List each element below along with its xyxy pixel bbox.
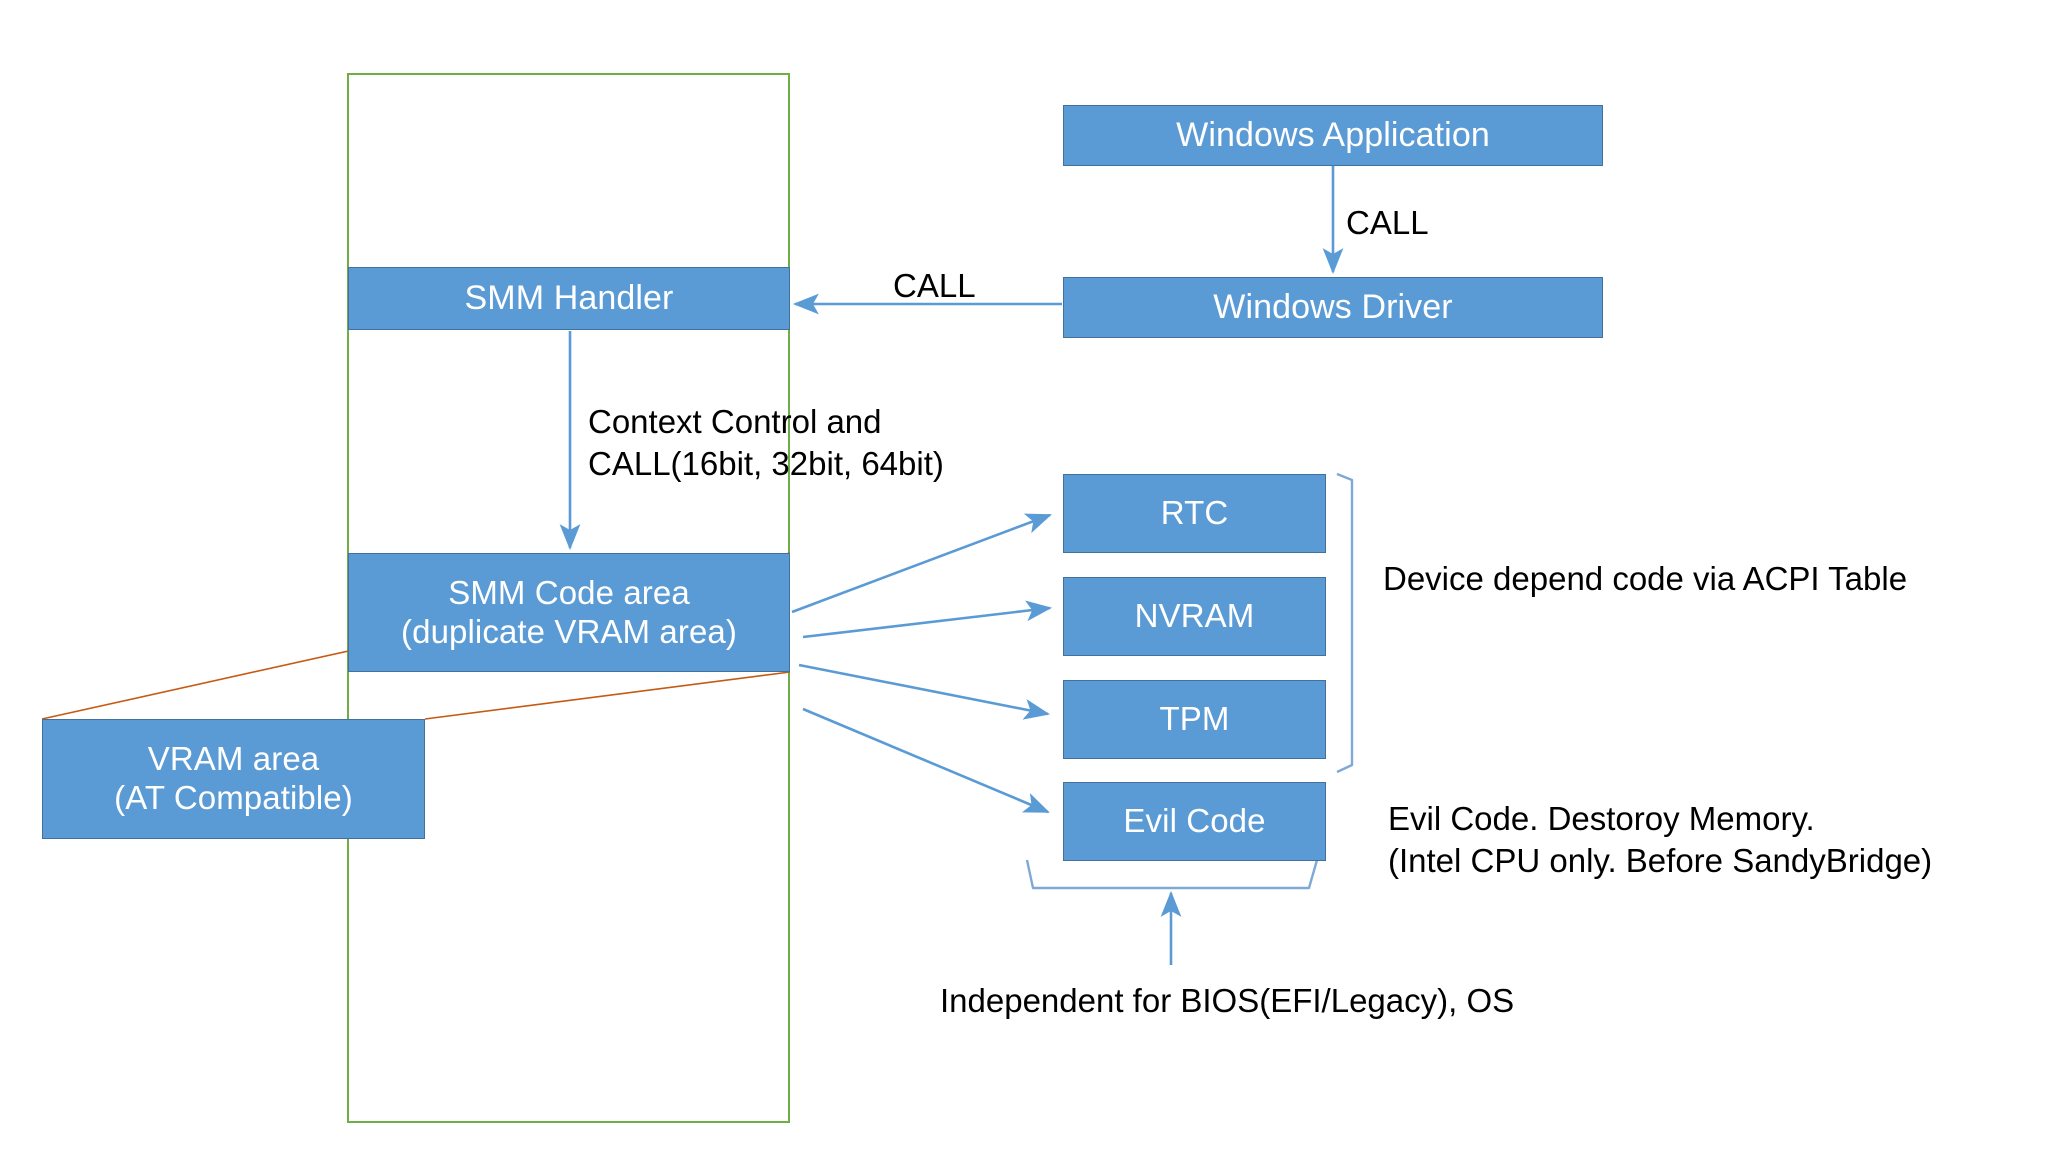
box-vram-area-line1: VRAM area [147,740,320,778]
label-device-depend-code: Device depend code via ACPI Table [1383,560,1908,597]
box-smm-code-area[interactable]: SMM Code area (duplicate VRAM area) [348,553,790,672]
box-tpm-label: TPM [1159,700,1230,738]
box-nvram[interactable]: NVRAM [1063,577,1326,656]
box-windows-driver[interactable]: Windows Driver [1063,277,1603,338]
smmcode-to-tpm-arrow [798,663,1051,720]
label-independent: Independent for BIOS(EFI/Legacy), OS [940,982,1515,1019]
box-evil-code-label: Evil Code [1123,802,1266,840]
smmcode-to-nvram-arrow [802,600,1053,639]
box-vram-area-line2: (AT Compatible) [114,779,353,816]
independent-group-bracket [1025,859,1319,890]
label-context-control-line1: Context Control and [588,403,882,440]
smmcode-to-evilcode-arrow [802,707,1050,814]
label-context-control-line2: CALL(16bit, 32bit, 64bit) [588,445,944,483]
smmcode-to-rtc-arrow [791,513,1052,614]
box-rtc-label: RTC [1160,494,1229,532]
box-windows-driver-label: Windows Driver [1213,288,1453,327]
box-evil-code[interactable]: Evil Code [1063,782,1326,861]
label-evil-code-note-line1: Evil Code. Destoroy Memory. [1388,800,1815,837]
box-smm-handler-label: SMM Handler [464,279,674,318]
box-tpm[interactable]: TPM [1063,680,1326,759]
box-windows-application-label: Windows Application [1176,116,1490,155]
label-context-control: Context Control and CALL(16bit, 32bit, 6… [588,401,944,485]
label-evil-code-note: Evil Code. Destoroy Memory. (Intel CPU o… [1388,798,1932,882]
box-nvram-label: NVRAM [1134,597,1255,635]
box-windows-application[interactable]: Windows Application [1063,105,1603,166]
box-rtc[interactable]: RTC [1063,474,1326,553]
label-call-vertical: CALL [1346,204,1429,241]
box-smm-code-area-line2: (duplicate VRAM area) [401,612,737,650]
device-group-bracket [1336,472,1354,774]
label-call-horizontal: CALL [893,267,976,304]
box-smm-code-area-line1: SMM Code area [448,573,690,611]
box-vram-area[interactable]: VRAM area (AT Compatible) [42,719,425,839]
label-evil-code-note-line2: (Intel CPU only. Before SandyBridge) [1388,842,1933,880]
box-smm-handler[interactable]: SMM Handler [348,267,790,330]
